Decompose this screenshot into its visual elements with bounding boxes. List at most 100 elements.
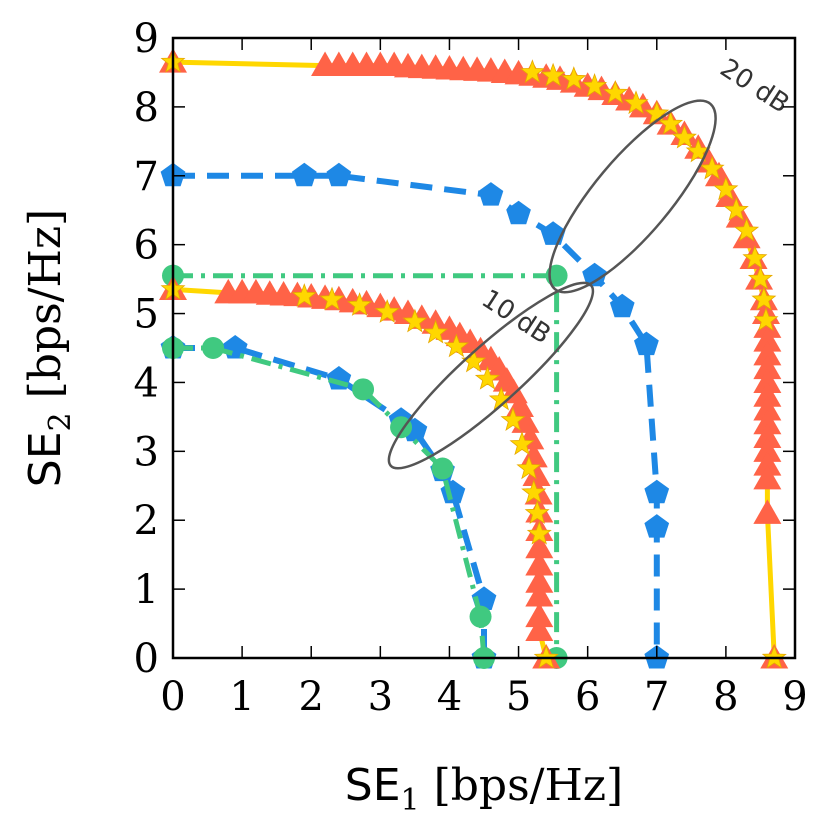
star-marker [658,110,684,135]
star-marker [751,286,777,311]
star-marker [524,500,550,524]
circle-marker [352,378,375,401]
x-axis-label: SE1 [bps/Hz] [345,760,623,818]
pentagon-marker [326,162,352,187]
triangle-marker [525,568,554,593]
y-axis-label-main: SE [20,431,71,487]
triangle-marker [753,368,782,393]
star-marker [526,520,552,545]
star-marker [582,73,608,97]
pentagon-marker [644,514,670,538]
x-tick-label: 6 [575,674,600,720]
triangle-marker [753,340,782,366]
triangle-marker [753,327,782,352]
y-tick-label: 9 [134,16,159,62]
triangle-marker [753,396,782,421]
x-tick-label: 7 [644,674,669,720]
star-marker [347,292,373,316]
highlight-ellipse [548,99,717,294]
pentagon-marker [644,479,670,504]
y-axis-label-unit: [bps/Hz] [20,209,71,413]
star-marker [319,286,345,311]
pentagon-marker [582,262,607,287]
star-marker [291,283,317,307]
star-marker [742,245,768,270]
star-marker [713,176,739,201]
star-marker [500,407,526,431]
highlight-ellipses [387,99,717,470]
y-tick-label: 1 [134,567,159,613]
y-tick-label: 0 [134,636,159,682]
triangle-marker [753,423,782,449]
triangle-marker [525,533,554,559]
triangle-marker [753,437,782,462]
star-marker [474,365,501,390]
triangle-marker [525,551,554,576]
x-tick-label: 1 [229,674,254,720]
series-1 [160,48,787,669]
triangle-marker [519,442,548,468]
pentagon-marker [609,293,635,318]
series-line [173,273,560,658]
star-marker [723,197,749,221]
series-7 [162,337,495,669]
x-tick-label: 0 [160,674,185,720]
series-4 [159,275,561,669]
star-marker [685,138,711,163]
triangle-marker [753,464,782,490]
x-axis-label-unit: [bps/Hz] [420,760,624,811]
star-marker [747,265,774,290]
series-2 [160,162,670,669]
star-marker [509,431,535,456]
star-marker [443,333,469,358]
circle-marker [469,605,492,628]
x-tick-label: 8 [713,674,738,720]
snr-annotation: 20 dB [715,53,795,119]
series-6 [160,335,497,669]
star-marker [516,455,542,480]
series-line [173,345,487,659]
x-axis-label-main: SE [345,760,401,811]
y-tick-label: 7 [134,154,159,200]
x-tick-label: 3 [368,674,393,720]
x-axis-label-sub: 1 [401,783,420,818]
y-axis-label-sub: 2 [43,412,78,431]
star-marker [644,100,670,125]
triangle-marker [525,602,554,628]
star-marker [423,319,449,344]
star-marker [734,217,760,242]
x-tick-label: 4 [437,674,462,720]
y-axis-label: SE2 [bps/Hz] [20,209,78,487]
y-tick-label: 8 [134,85,159,131]
triangle-marker [753,499,782,524]
highlight-ellipse [387,281,595,470]
star-marker [540,62,566,87]
star-marker [521,479,547,504]
y-tick-label: 3 [134,429,159,475]
triangle-marker [753,451,782,476]
pentagon-marker [634,331,659,356]
series-line [173,345,487,658]
triangle-marker [753,409,782,435]
star-marker [374,299,400,323]
star-marker [519,59,545,84]
circle-marker [431,457,454,480]
series-5 [160,276,559,669]
y-tick-label: 6 [134,223,159,269]
star-marker [461,348,487,373]
x-tick-label: 9 [782,674,807,720]
star-marker [623,90,649,115]
star-marker [561,66,587,90]
triangle-marker [753,354,782,380]
triangle-marker [525,616,554,641]
plot-frame [171,36,797,660]
y-tick-label: 4 [134,360,159,406]
star-marker [402,308,428,333]
star-marker [699,155,725,180]
x-tick-label: 5 [506,674,531,720]
x-tick-label: 2 [298,674,323,720]
pentagon-marker [478,182,504,206]
pentagon-marker [506,200,531,225]
